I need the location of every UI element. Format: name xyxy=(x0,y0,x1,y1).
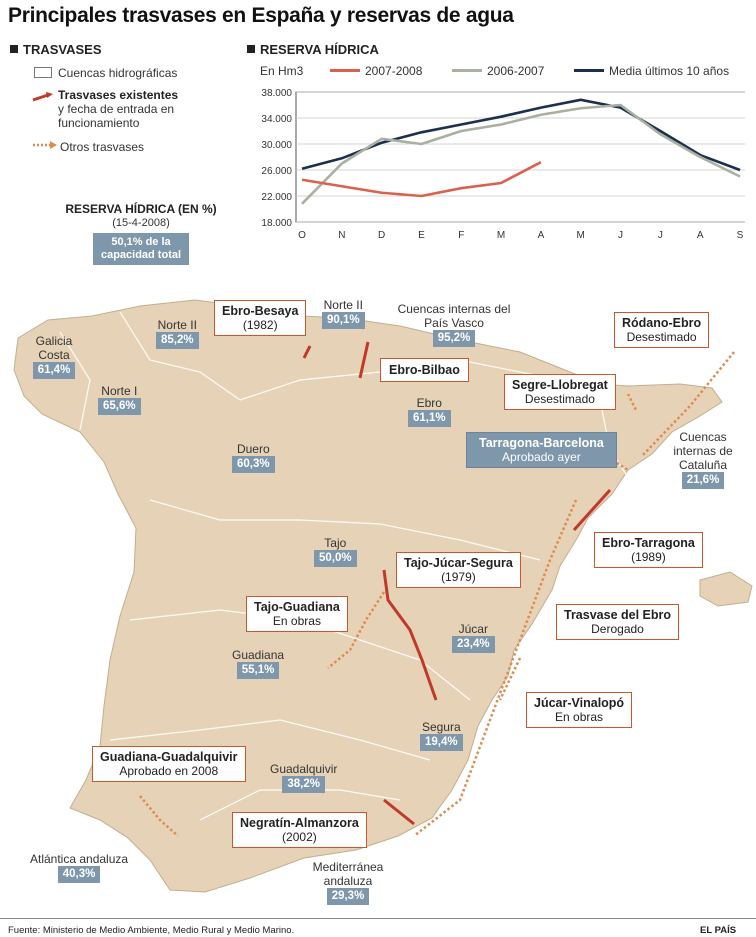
transfers-section-title: TRASVASES xyxy=(10,42,102,57)
existing-transfer-arrow-icon xyxy=(32,92,53,102)
x-tick-label: A xyxy=(538,230,545,241)
y-tick-label: 34.000 xyxy=(261,114,292,125)
x-tick-label: N xyxy=(338,230,345,241)
series-average-swatch xyxy=(574,69,604,72)
x-tick-label: F xyxy=(458,230,464,241)
legend-basins: Cuencas hidrográficas xyxy=(34,66,177,80)
x-tick-label: D xyxy=(378,230,385,241)
y-tick-label: 18.000 xyxy=(261,218,292,229)
chart-legend-average: Media últimos 10 años xyxy=(574,64,729,78)
spain-map xyxy=(13,299,753,893)
legend-other: Otros trasvases xyxy=(60,140,145,154)
transfer-tajo-jucar-segura: Tajo-Júcar-Segura(1979) xyxy=(396,552,521,588)
x-tick-label: M xyxy=(497,230,505,241)
footer-credit: EL PAÍS xyxy=(700,925,737,936)
transfer-ebro-bilbao: Ebro-Bilbao xyxy=(380,358,469,382)
page-title: Principales trasvases en España y reserv… xyxy=(8,4,514,27)
reserve-date: (15-4-2008) xyxy=(112,217,170,229)
y-tick-label: 30.000 xyxy=(261,140,292,151)
x-tick-label: J xyxy=(618,230,623,241)
y-tick-label: 26.000 xyxy=(261,166,292,177)
chart-legend-2007-2008: 2007-2008 xyxy=(330,64,422,78)
chart-plot-area xyxy=(295,91,745,223)
x-tick-label: M xyxy=(577,230,585,241)
x-tick-label: S xyxy=(737,230,744,241)
balearic-island xyxy=(699,571,753,607)
x-tick-label: O xyxy=(298,230,306,241)
reserve-title: RESERVA HÍDRICA (EN %) xyxy=(65,202,217,216)
x-tick-label: J xyxy=(658,230,663,241)
footer-source: Fuente: Ministerio de Medio Ambiente, Me… xyxy=(8,925,295,936)
series-line-2006-2007 xyxy=(301,103,741,205)
reserve-section-title: RESERVA HÍDRICA xyxy=(247,42,379,57)
transfer-ebro-besaya: Ebro-Besaya(1982) xyxy=(214,300,307,336)
series-line-2007-2008 xyxy=(301,161,542,198)
y-tick-label: 22.000 xyxy=(261,192,292,203)
x-tick-label: A xyxy=(697,230,704,241)
reserve-summary: RESERVA HÍDRICA (EN %) (15-4-2008) 50,1%… xyxy=(46,202,236,265)
footer-divider xyxy=(0,918,756,919)
transfer-ebro-tarragona: Ebro-Tarragona(1989) xyxy=(594,532,703,568)
series-2006-swatch xyxy=(452,69,482,72)
y-tick-label: 38.000 xyxy=(261,88,292,99)
basin-swatch-icon xyxy=(34,67,52,78)
x-tick-label: E xyxy=(418,230,425,241)
series-2007-swatch xyxy=(330,69,360,72)
transfer-negratin-almanzora: Negratín-Almanzora(2002) xyxy=(232,812,367,848)
chart-unit-label: En Hm3 xyxy=(260,64,304,78)
other-transfer-arrow-icon xyxy=(33,141,57,149)
existing-transfers xyxy=(302,341,612,826)
series-line-media-ltimos-10-a-os xyxy=(301,98,741,172)
chart-legend-2006-2007: 2006-2007 xyxy=(452,64,544,78)
